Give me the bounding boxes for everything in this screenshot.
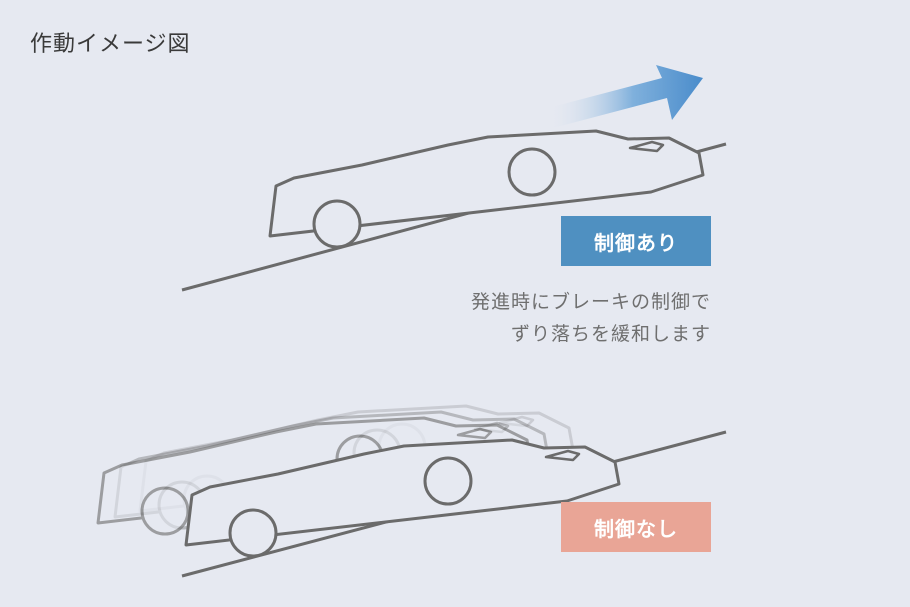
description-line-2: ずり落ちを緩和します xyxy=(471,318,711,350)
badge-with-control: 制御あり xyxy=(561,216,711,266)
forward-arrow xyxy=(548,65,703,128)
badge-without-control: 制御なし xyxy=(561,502,711,552)
description: 発進時にブレーキの制御で ずり落ちを緩和します xyxy=(471,286,711,350)
description-line-1: 発進時にブレーキの制御で xyxy=(471,286,711,318)
